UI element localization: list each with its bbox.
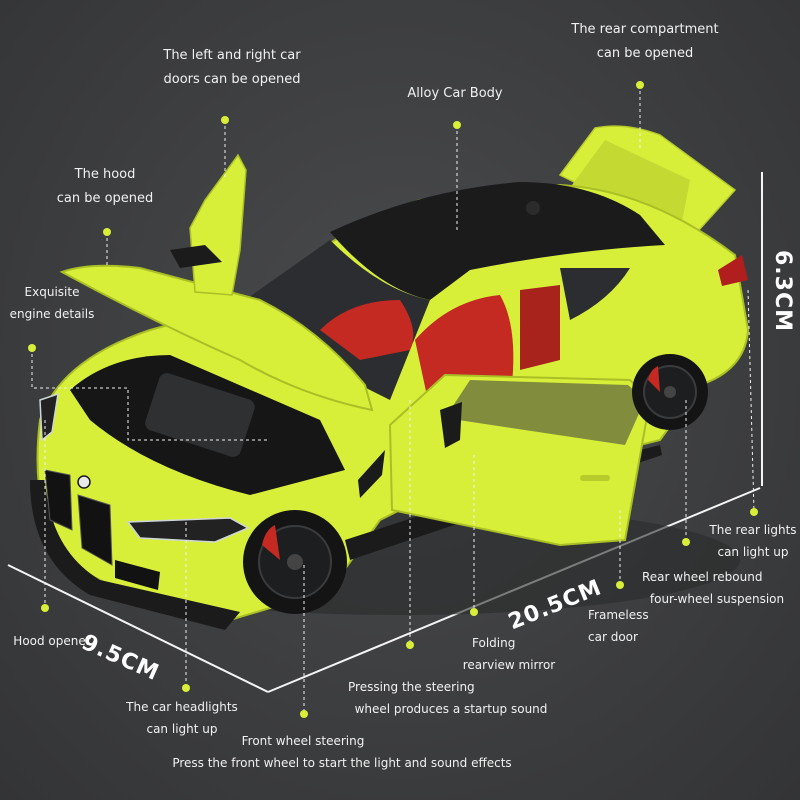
steering-label: Pressing the steering wheel produces a s… [348, 676, 554, 720]
front-wheel-effects-label: Press the front wheel to start the light… [172, 756, 512, 770]
headlights-label: The car headlights can light up [112, 696, 252, 740]
hood-label-line1: The hood [74, 167, 136, 182]
front-seat [320, 300, 414, 360]
doors-label-line1: The left and right car [163, 48, 301, 63]
width-dimension-line [7, 564, 269, 693]
engine-label-line1: Exquisite [24, 285, 80, 299]
engine-label-line2: engine details [9, 307, 95, 321]
rear-lights-dot [750, 508, 758, 516]
shark-fin [526, 201, 540, 215]
kidney-grille-right [77, 494, 113, 566]
kidney-grille-left [44, 469, 73, 531]
frameless-door-label-line2: car door [588, 630, 638, 644]
hood-label-line2: can be opened [56, 191, 154, 206]
callout-lines [31, 85, 755, 714]
mirror-label-line1: Folding [472, 636, 516, 650]
hood-opener-dot [41, 604, 49, 612]
mirror-label: Folding rearview mirror [456, 632, 562, 676]
door-handle [580, 475, 610, 481]
rear-lights-label-line1: The rear lights [709, 523, 797, 537]
hood-opener-label: Hood opener [13, 634, 91, 648]
frameless-door-dot [616, 581, 624, 589]
left-door [189, 153, 247, 296]
front-wheel-dot [300, 710, 308, 718]
suspension-label: Rear wheel rebound four-wheel suspension [642, 566, 792, 610]
rear-compartment-label: The rear compartment can be opened [552, 18, 738, 66]
open-hood [59, 264, 374, 412]
callout-dots [28, 81, 758, 718]
alloy-body-dot [453, 121, 461, 129]
rear-lights-label: The rear lights can light up [706, 519, 800, 563]
brand-badge [77, 475, 91, 489]
alloy-body-label: Alloy Car Body [407, 86, 503, 101]
rear-wheel [632, 354, 708, 430]
side-vent [358, 450, 385, 498]
headlights-label-line1: The car headlights [126, 700, 238, 714]
doors-dot [221, 116, 229, 124]
suspension-dot [682, 538, 690, 546]
left-mirror [170, 245, 222, 268]
suspension-label-line1: Rear wheel rebound [642, 570, 763, 584]
steering-dot [406, 641, 414, 649]
hood-label: The hood can be opened [40, 163, 170, 211]
right-door-window [445, 380, 645, 445]
right-mirror [440, 402, 462, 448]
doors-label: The left and right car doors can be open… [142, 44, 322, 92]
steering-label-line1: Pressing the steering [348, 680, 475, 694]
frameless-door-label: Frameless car door [588, 604, 668, 648]
headlight-right [126, 517, 250, 543]
mirror-dot [470, 608, 478, 616]
frameless-door-label-line1: Frameless [588, 608, 649, 622]
rear-lights-label-line2: can light up [717, 545, 789, 559]
hood-dot [103, 228, 111, 236]
suspension-label-line2: four-wheel suspension [649, 592, 785, 606]
engine-cover [145, 373, 255, 457]
headlights-label-line2: can light up [146, 722, 218, 736]
rear-seat [520, 285, 560, 370]
engine-dot [28, 344, 36, 352]
doors-label-line2: doors can be opened [163, 72, 301, 87]
rear-window [560, 268, 630, 320]
engine-label: Exquisite engine details [4, 281, 100, 325]
front-wheel-label: Front wheel steering [241, 734, 365, 748]
tail-light [718, 255, 748, 286]
front-splitter [30, 480, 240, 630]
height-dimension-label: 6.3CM [770, 250, 795, 333]
rear-compartment-label-line1: The rear compartment [571, 22, 719, 37]
steering-label-line2: wheel produces a startup sound [354, 702, 548, 716]
roof [330, 182, 665, 300]
rear-compartment-dot [636, 81, 644, 89]
front-wheel [243, 510, 347, 614]
headlights-dot [182, 684, 190, 692]
mirror-label-line2: rearview mirror [462, 658, 556, 672]
rear-compartment-label-line2: can be opened [596, 46, 694, 61]
front-intake [115, 560, 160, 590]
